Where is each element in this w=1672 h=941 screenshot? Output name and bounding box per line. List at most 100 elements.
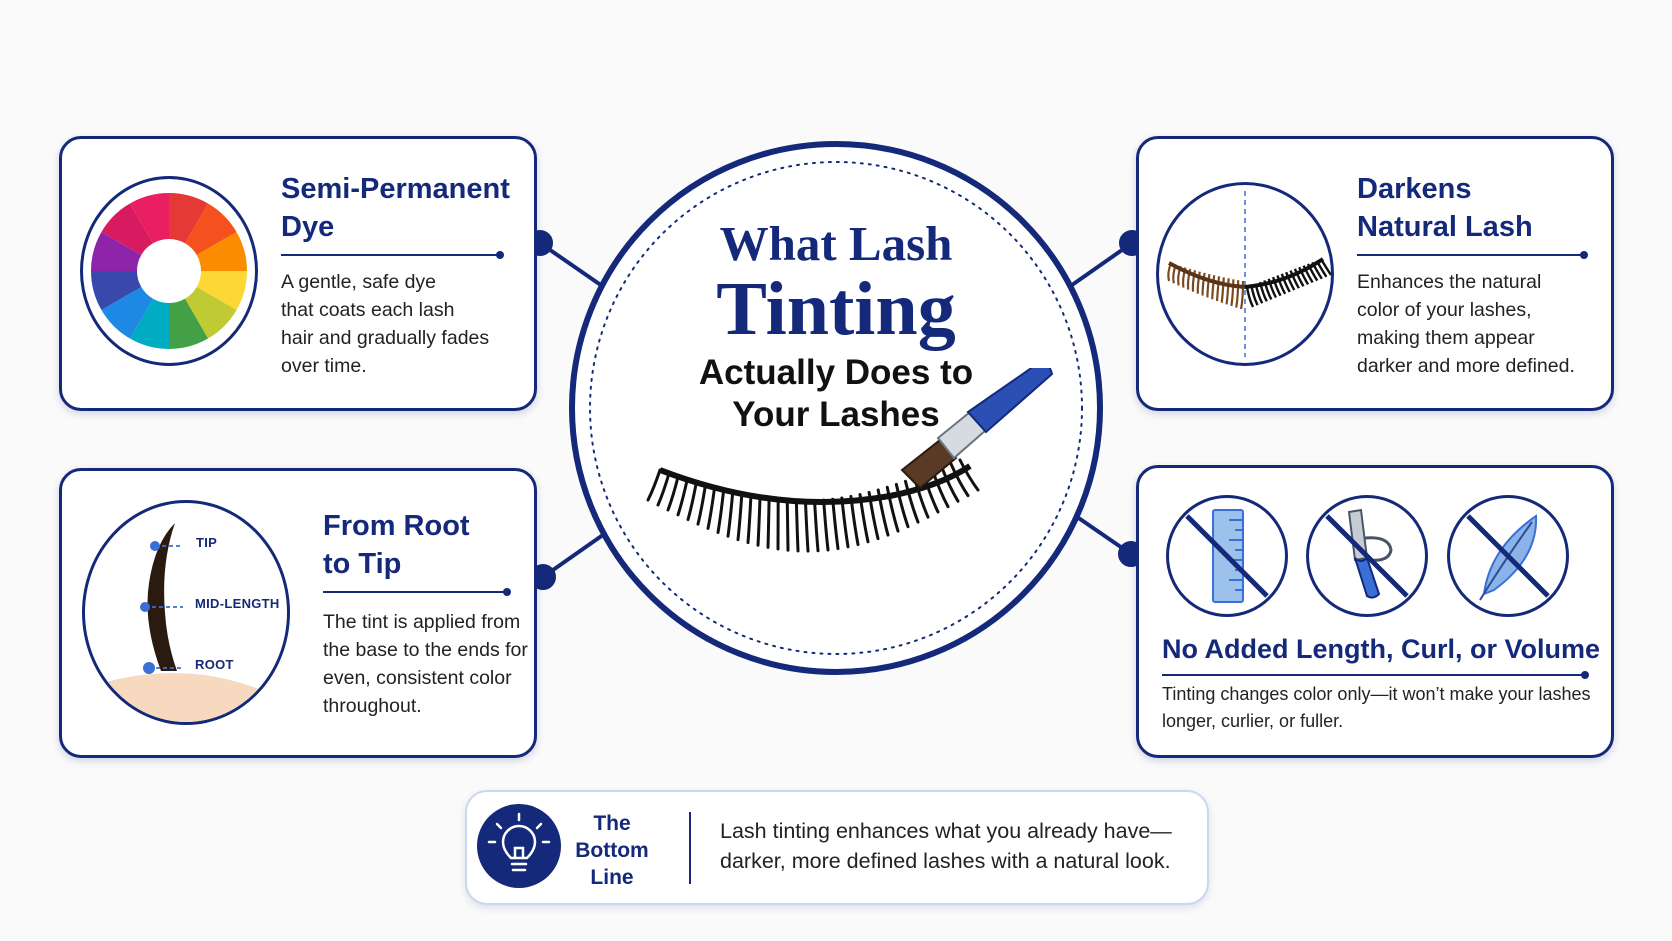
lash-strand	[1206, 273, 1211, 298]
lash-strand	[903, 479, 920, 524]
darkens-title-line1: Darkens	[1357, 173, 1472, 205]
color-wheel-icon	[80, 176, 258, 366]
lash-strand	[1215, 276, 1221, 302]
bottom-line-divider	[689, 812, 691, 884]
lash-strand	[1276, 275, 1287, 295]
lash-strand	[716, 488, 726, 534]
dye-desc-line: hair and gradually fades	[281, 327, 490, 349]
lash-hair-diagram-icon	[82, 500, 290, 725]
bottom-line-text: Lash tinting enhances what you already h…	[720, 816, 1172, 876]
lash-strand	[1239, 280, 1245, 310]
center-title-line2: Tinting	[716, 267, 956, 351]
lash-strand	[876, 488, 890, 537]
lash-strand	[1211, 275, 1216, 300]
lash-strand	[831, 497, 840, 551]
dye-card-description: A gentle, safe dye that coats each lash …	[281, 268, 489, 380]
darkens-divider	[1357, 251, 1588, 259]
lash-strand	[1280, 273, 1291, 293]
lash-strand	[1298, 266, 1310, 286]
root-tip-desc-line: the base to the ends for	[323, 639, 528, 661]
dye-desc-line: over time.	[281, 355, 367, 377]
center-title-line3: Actually Does to	[698, 353, 974, 392]
color-wheel-segment	[91, 232, 142, 271]
lash-strand	[646, 468, 662, 502]
no-feather-icon	[1447, 495, 1569, 617]
lash-strand	[1285, 271, 1296, 291]
lash-strand	[1225, 278, 1230, 305]
lash-strand	[785, 499, 790, 552]
color-wheel-segment	[130, 298, 169, 349]
lash-strand	[940, 465, 960, 503]
bottom-text-line: Lash tinting enhances what you already h…	[720, 819, 1172, 843]
dye-title-line2: Dye	[281, 211, 335, 243]
root-tip-desc-line: The tint is applied from	[323, 611, 521, 633]
bottom-line-label: The Bottom Line	[566, 810, 658, 891]
dye-divider	[281, 251, 504, 259]
lash-strand	[656, 471, 671, 507]
darkens-desc-line: color of your lashes,	[1357, 299, 1532, 321]
bottom-line-panel	[465, 790, 1209, 905]
root-tip-desc-line: throughout.	[323, 695, 422, 717]
root-tip-card-description: The tint is applied from the base to the…	[323, 608, 528, 720]
lash-strand	[686, 480, 698, 522]
lash-strand	[885, 485, 900, 533]
lash-strand	[696, 483, 707, 526]
darkens-title-line2: Natural Lash	[1357, 211, 1533, 243]
color-wheel-segment	[101, 287, 153, 339]
center-title-line1: What Lash	[719, 216, 953, 271]
no-added-card-title: No Added Length, Curl, or Volume	[1162, 634, 1600, 664]
lash-strand	[736, 492, 744, 542]
lash-strand	[1245, 286, 1255, 308]
lash-strand	[1235, 280, 1240, 308]
no-added-divider	[1162, 671, 1589, 679]
lash-strand	[1220, 277, 1225, 303]
lash-strand	[1201, 272, 1206, 296]
lash-strand	[766, 497, 771, 549]
label-tip: TIP	[196, 535, 218, 550]
lash-strand	[1302, 265, 1314, 284]
lash-strand	[1293, 268, 1305, 287]
color-wheel-segment	[130, 193, 169, 244]
root-tip-desc-line: even, consistent color	[323, 667, 512, 689]
dye-desc-line: that coats each lash	[281, 299, 455, 321]
no-curler-icon	[1306, 495, 1428, 617]
lash-strand	[949, 462, 970, 498]
lash-strand	[822, 498, 830, 552]
darkens-card-description: Enhances the natural color of your lashe…	[1357, 268, 1575, 380]
darkens-desc-line: making them appear	[1357, 327, 1535, 349]
lash-strand	[1267, 278, 1277, 299]
color-wheel-segment	[169, 298, 208, 349]
dye-desc-line: A gentle, safe dye	[281, 271, 437, 293]
lash-strand	[756, 496, 762, 547]
root-tip-title-line2: to Tip	[323, 548, 402, 580]
dye-card-title: Semi-Permanent Dye	[281, 170, 510, 246]
lash-strand	[726, 490, 735, 538]
label-root: ROOT	[195, 657, 234, 672]
center-circle	[569, 141, 1103, 675]
lash-brush-illustration	[646, 368, 1054, 553]
color-wheel-segment	[169, 193, 208, 244]
color-wheel-segment	[91, 271, 142, 310]
no-added-desc-line: Tinting changes color only—it won’t make…	[1162, 684, 1591, 704]
bottom-label-line: The	[593, 812, 631, 835]
lash-strand	[1186, 268, 1192, 290]
lash-strand	[1196, 271, 1201, 294]
darkens-desc-line: darker and more defined.	[1357, 355, 1575, 377]
lash-strand	[894, 482, 910, 529]
color-wheel-segment	[185, 287, 237, 339]
bottom-label-line: Line	[590, 866, 634, 889]
lash-strand	[958, 458, 980, 492]
no-added-desc-line: longer, curlier, or fuller.	[1162, 711, 1344, 731]
darkens-desc-line: Enhances the natural	[1357, 271, 1542, 293]
lightbulb-icon	[477, 804, 561, 888]
dye-title-line1: Semi-Permanent	[281, 173, 510, 205]
lash-strand	[803, 499, 810, 553]
label-mid-length: MID-LENGTH	[195, 596, 280, 611]
lash-strand	[1191, 270, 1197, 292]
lash-strand	[666, 474, 680, 512]
lash-strand	[746, 494, 753, 545]
tint-brush-icon	[900, 368, 1054, 490]
color-wheel-segment	[196, 271, 247, 310]
lash-strand	[706, 486, 717, 530]
lash-strand	[676, 477, 689, 517]
